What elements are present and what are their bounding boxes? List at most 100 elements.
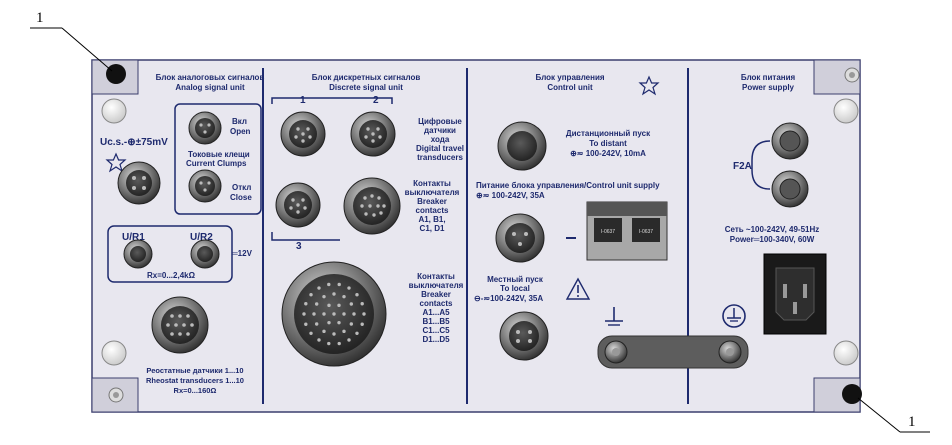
connector-pin bbox=[327, 282, 331, 287]
callout-label-right: 1 bbox=[908, 414, 916, 430]
connector-pin bbox=[355, 293, 359, 297]
discrete-title-ru: Блок дискретных сигналов bbox=[312, 73, 421, 82]
digital-label-2: датчики bbox=[424, 126, 456, 135]
distant-ru: Дистанционный пуск bbox=[566, 129, 651, 138]
connector-pin bbox=[312, 312, 316, 316]
callout-leader-right bbox=[857, 397, 901, 433]
discrete-bracket-bottom bbox=[271, 232, 340, 241]
fuse-holder-2 bbox=[771, 170, 809, 208]
discrete-title-en: Discrete signal unit bbox=[329, 83, 403, 92]
fuse-bracket bbox=[751, 140, 771, 190]
analog-title-ru: Блок аналоговых сигналов bbox=[156, 73, 265, 82]
connector-pin bbox=[360, 322, 364, 326]
digital-label-3: хода bbox=[431, 135, 450, 144]
breaker1-5: A1, B1, bbox=[418, 215, 445, 224]
connector-ur2 bbox=[190, 239, 220, 269]
connector-pin bbox=[322, 312, 326, 316]
clamps-group-box bbox=[174, 103, 262, 215]
connector-local bbox=[499, 311, 549, 361]
breaker-switch: I-0637 I-0637 bbox=[586, 201, 668, 261]
connector-pin bbox=[322, 329, 326, 334]
connector-pin bbox=[360, 302, 364, 306]
ground-icon bbox=[605, 307, 623, 326]
analog-title-en: Analog signal unit bbox=[175, 83, 245, 92]
white-foot-tl bbox=[101, 98, 127, 124]
control-title-ru: Блок управления bbox=[535, 73, 604, 82]
connector-clamp-open bbox=[188, 111, 222, 145]
rheo-rx: Rx=0...160Ω bbox=[174, 386, 217, 395]
discrete-num-1: 1 bbox=[300, 95, 306, 106]
breaker2-1: Контакты bbox=[417, 272, 455, 281]
connector-pin bbox=[317, 338, 321, 342]
connector-supply bbox=[495, 213, 545, 263]
rx-range-label: Rx=0...2,4kΩ bbox=[147, 271, 196, 280]
connector-pin bbox=[322, 294, 326, 299]
connector-pin bbox=[342, 312, 346, 316]
connector-pin bbox=[314, 302, 319, 306]
distant-en: To distant bbox=[589, 139, 627, 148]
connector-pin bbox=[337, 320, 341, 325]
connector-pin bbox=[349, 322, 354, 326]
distant-spec: ⊕≂ 100-242V, 10mA bbox=[570, 149, 646, 158]
discrete-bracket-top bbox=[271, 97, 393, 104]
connector-pin bbox=[347, 338, 351, 342]
ucs-label: Uc.s.-⊕±75mV bbox=[100, 137, 168, 148]
digital-label-5: transducers bbox=[417, 153, 463, 162]
warning-star-icon bbox=[638, 75, 660, 96]
connector-pin bbox=[317, 286, 321, 290]
connector-pin bbox=[314, 322, 319, 326]
connector-pin bbox=[304, 322, 308, 326]
discrete-num-3: 3 bbox=[296, 241, 302, 252]
warning-star-icon bbox=[105, 152, 127, 173]
power-spec: Power═100-340V, 60W bbox=[730, 235, 815, 244]
power-title-ru: Блок питания bbox=[741, 73, 796, 82]
ur-group-box bbox=[107, 225, 233, 283]
ur1-label: U/R1 bbox=[122, 232, 145, 243]
connector-pin bbox=[327, 341, 331, 346]
warning-triangle-icon bbox=[565, 277, 591, 300]
supply-label: Питание блока управления/Control unit su… bbox=[476, 181, 660, 190]
connector-pin bbox=[332, 312, 336, 316]
connector-clamp-close bbox=[188, 169, 222, 203]
digital-label-4: Digital travel bbox=[416, 144, 464, 153]
connector-breaker-1 bbox=[343, 177, 401, 235]
white-foot-br bbox=[833, 340, 859, 366]
breaker1-1: Контакты bbox=[413, 179, 451, 188]
ground-busbar bbox=[597, 335, 749, 369]
connector-rheostat bbox=[151, 296, 209, 354]
connector-pin bbox=[347, 286, 351, 290]
white-foot-bl bbox=[101, 340, 127, 366]
local-ru: Местный пуск bbox=[487, 275, 544, 284]
voltage-12v-label: ═12V bbox=[231, 249, 253, 258]
breaker1-4: contacts bbox=[416, 206, 449, 215]
clamp-open-ru: Вкл bbox=[232, 117, 247, 126]
iec-power-inlet bbox=[763, 253, 827, 335]
local-en: To local bbox=[500, 284, 530, 293]
connector-pin bbox=[342, 329, 346, 334]
callout-leader-left bbox=[61, 27, 113, 72]
connector-digital-2 bbox=[350, 111, 396, 157]
ur2-label: U/R2 bbox=[190, 232, 213, 243]
breaker1-2: выключателя bbox=[405, 188, 460, 197]
breaker2-7: C1...C5 bbox=[422, 326, 450, 335]
connector-pin bbox=[332, 292, 336, 296]
connector-pin bbox=[332, 332, 336, 336]
mount-hole-dark-br bbox=[842, 384, 862, 404]
connector-pin bbox=[327, 303, 331, 308]
white-foot-tr bbox=[833, 98, 859, 124]
connector-pin bbox=[302, 312, 306, 316]
protective-earth-icon bbox=[722, 304, 746, 328]
screw-icon bbox=[108, 387, 124, 403]
control-title-en: Control unit bbox=[547, 83, 593, 92]
connector-digital-3 bbox=[275, 182, 321, 228]
digital-label-1: Цифровые bbox=[418, 117, 462, 126]
discrete-num-2: 2 bbox=[373, 95, 379, 106]
connector-pin bbox=[355, 331, 359, 335]
connector-ucs bbox=[117, 161, 161, 205]
breaker2-4: contacts bbox=[420, 299, 453, 308]
breaker2-2: выключателя bbox=[409, 281, 464, 290]
connector-pin bbox=[327, 320, 331, 325]
clamp-close-ru: Откл bbox=[232, 183, 251, 192]
connector-pin bbox=[342, 294, 346, 299]
